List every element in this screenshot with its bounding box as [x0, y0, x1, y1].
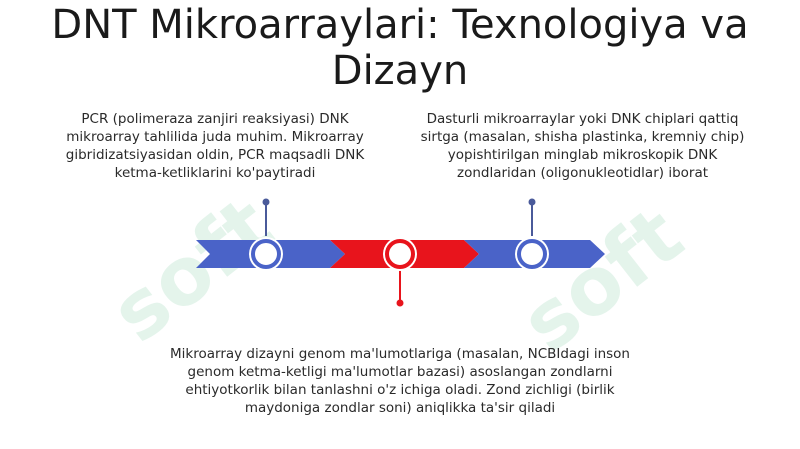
milestone-marker-middle	[383, 237, 417, 271]
watermark-left: soft	[94, 179, 290, 360]
milestone-marker-left	[249, 237, 283, 271]
watermark-right: soft	[504, 189, 700, 370]
connector-left	[262, 198, 270, 236]
description-bottom: Mikroarray dizayni genom ma'lumotlariga …	[170, 346, 630, 416]
description-left: PCR (polimeraza zanjiri reaksiyasi) DNK …	[65, 111, 365, 181]
connector-right	[528, 198, 536, 236]
description-right: Dasturli mikroarraylar yoki DNK chiplari…	[420, 111, 745, 181]
connector-bottom	[396, 270, 404, 307]
milestone-marker-right	[515, 237, 549, 271]
page-title: DNT Mikroarraylari: Texnologiya va Dizay…	[51, 2, 749, 94]
